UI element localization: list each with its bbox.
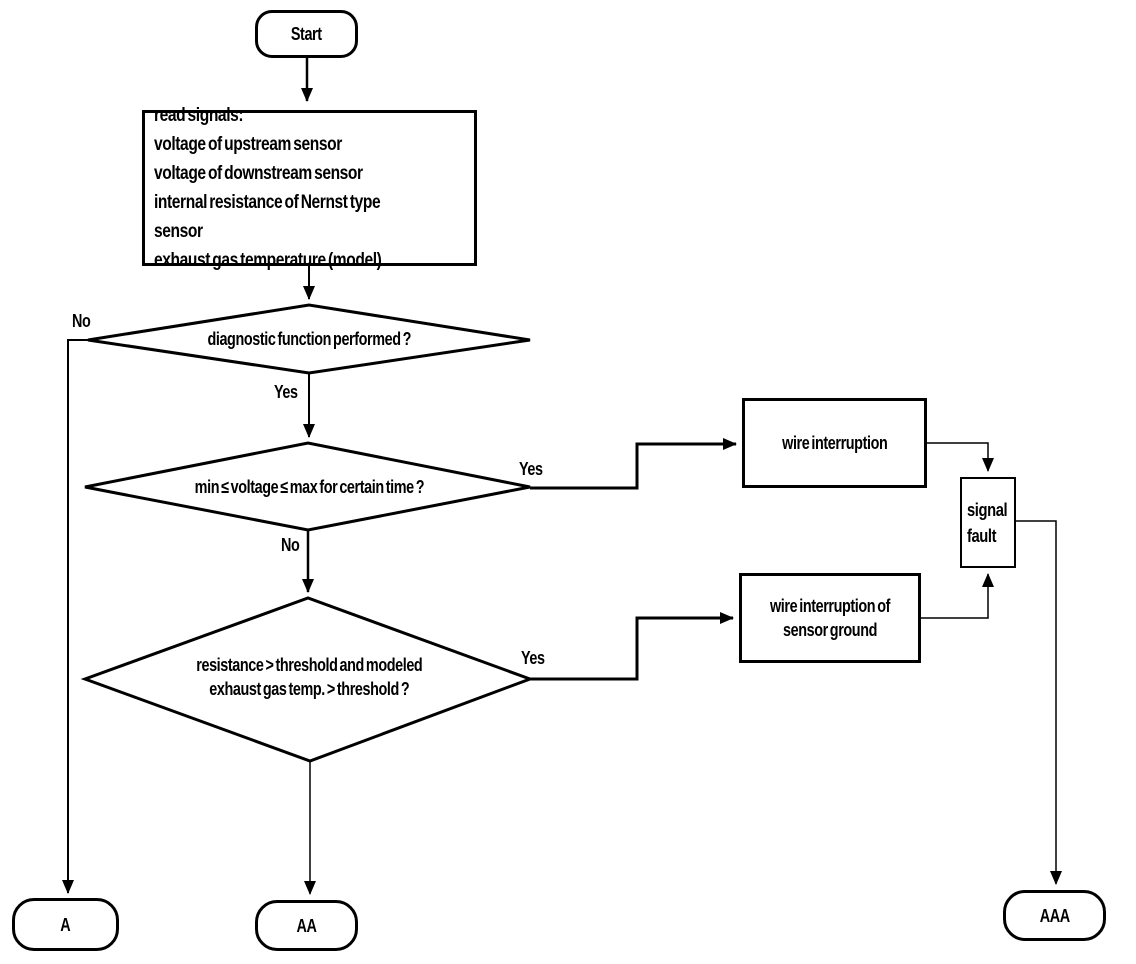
decision-resistance-threshold: resistance > threshold and modeled exhau…: [109, 648, 509, 706]
decision-voltage-range: min ≤ voltage ≤ max for certain time ?: [109, 472, 509, 502]
edge-label-yes-voltage: Yes: [519, 459, 543, 479]
start-terminal-label: Start: [291, 24, 322, 44]
connector-yes-to-wire-interruption: [530, 438, 737, 490]
decision-voltage-label: min ≤ voltage ≤ max for certain time ?: [194, 477, 424, 497]
wire-interruption-ground-label: wire interruption of sensor ground: [770, 596, 890, 640]
terminal-aa: AA: [255, 900, 358, 951]
decision-diagnostic-label: diagnostic function performed ?: [207, 329, 411, 349]
edge-label-no-diagnostic: No: [72, 311, 91, 331]
connector-wire-ground-to-signal-fault: [921, 573, 994, 619]
decision-diagnostic-performed: diagnostic function performed ?: [109, 324, 509, 354]
terminal-aa-label: AA: [296, 915, 317, 936]
edge-label-yes-resistance: Yes: [521, 648, 545, 668]
terminal-aaa: AAA: [1003, 890, 1106, 941]
wire-interruption-ground-process: wire interruption of sensor ground: [739, 573, 921, 663]
terminal-a-label: A: [60, 914, 71, 935]
connector-yes-to-wire-interruption-ground: [530, 612, 734, 681]
decision-resistance-diamond-shape: [80, 596, 535, 763]
edge-label-no-voltage: No: [281, 535, 300, 555]
read-signals-process: read signals: voltage of upstream sensor…: [142, 105, 477, 271]
connector-wire-interruption-to-signal-fault: [927, 442, 994, 472]
edge-label-yes-diagnostic: Yes: [274, 382, 298, 402]
connector-no-to-terminal-a: [62, 339, 88, 894]
signal-fault-label: signal fault: [967, 499, 1008, 546]
wire-interruption-process: wire interruption: [742, 398, 927, 488]
signal-fault-process: signal fault: [960, 477, 1016, 568]
wire-interruption-label: wire interruption: [781, 433, 888, 453]
start-terminal: Start: [255, 10, 358, 58]
decision-voltage-diamond-shape: [84, 441, 531, 532]
read-signals-label: read signals: voltage of upstream sensor…: [154, 105, 382, 271]
terminal-a: A: [12, 898, 119, 951]
connector-signal-fault-to-terminal-aaa: [1016, 520, 1062, 885]
decision-diagnostic-diamond-shape: [87, 303, 531, 375]
terminal-aaa-label: AAA: [1039, 905, 1070, 926]
decision-resistance-label: resistance > threshold and modeled exhau…: [195, 655, 423, 699]
